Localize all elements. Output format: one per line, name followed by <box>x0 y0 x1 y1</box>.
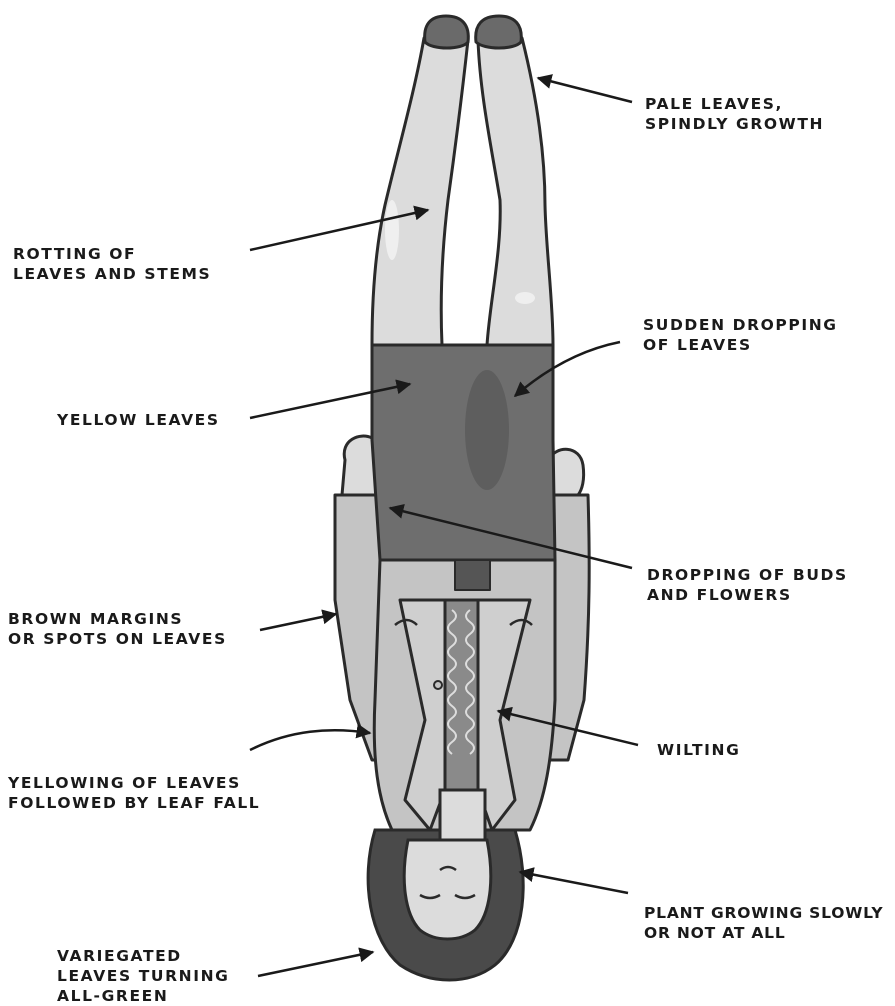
arrow-pale-leaves <box>538 78 632 102</box>
arrow-brown-margins <box>260 614 336 630</box>
face <box>404 840 491 939</box>
label-sudden-dropping: SUDDEN DROPPING OF LEAVES <box>643 315 838 355</box>
arrow-yellowing-fall <box>250 730 370 750</box>
right-shoe <box>476 16 522 48</box>
label-rotting: ROTTING OF LEAVES AND STEMS <box>13 244 211 284</box>
label-brown-margins: BROWN MARGINS OR SPOTS ON LEAVES <box>8 609 227 649</box>
label-yellowing-fall: YELLOWING OF LEAVES FOLLOWED BY LEAF FAL… <box>8 773 260 813</box>
arrow-growing-slowly <box>520 872 628 893</box>
label-yellow-leaves: YELLOW LEAVES <box>57 410 220 430</box>
label-pale-leaves: PALE LEAVES, SPINDLY GROWTH <box>645 94 824 134</box>
label-growing-slowly: PLANT GROWING SLOWLY OR NOT AT ALL <box>644 903 883 943</box>
label-dropping-buds: DROPPING OF BUDS AND FLOWERS <box>647 565 848 605</box>
left-leg <box>372 38 468 345</box>
arrow-variegated <box>258 952 373 976</box>
left-shoe <box>425 16 469 48</box>
neck <box>440 790 485 840</box>
label-wilting: WILTING <box>657 740 740 760</box>
skirt <box>372 345 555 590</box>
label-variegated: VARIEGATED LEAVES TURNING ALL-GREEN <box>57 946 229 1006</box>
skirt-shape <box>372 345 555 560</box>
legs <box>372 16 553 345</box>
